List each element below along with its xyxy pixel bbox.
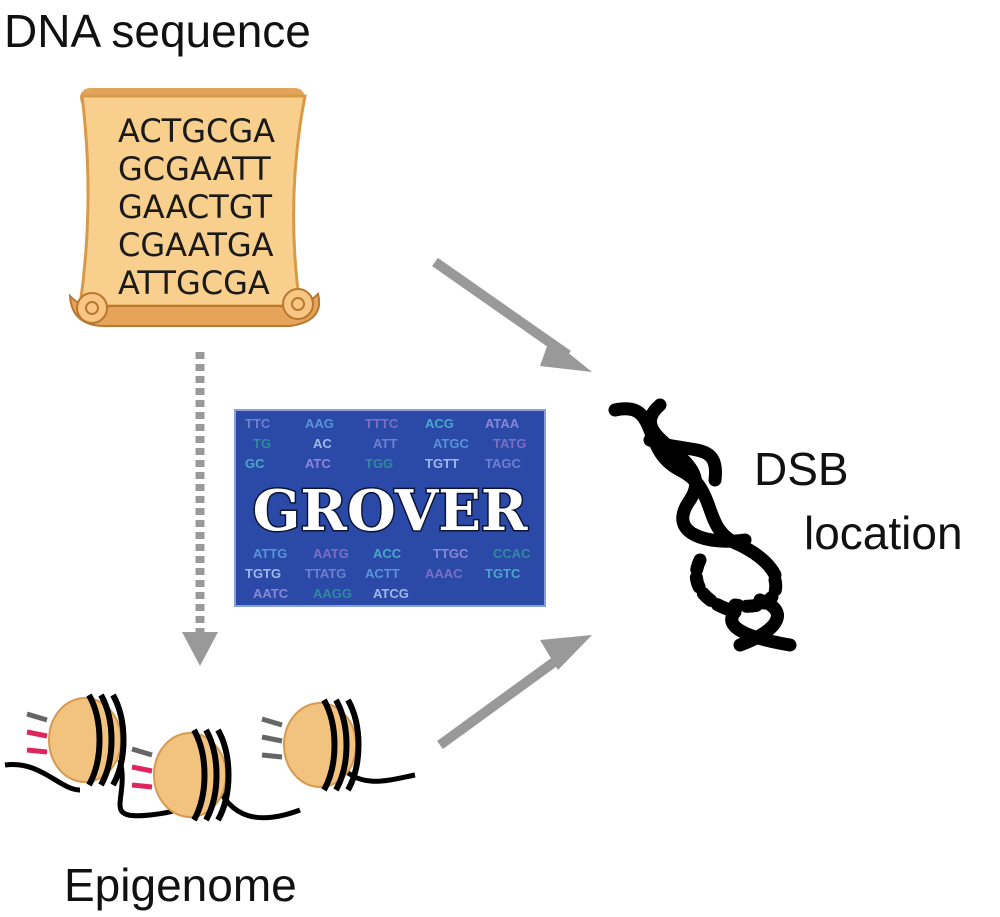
cloud-word: AATC: [253, 586, 289, 601]
dsb-label: DSB: [754, 443, 849, 495]
cloud-word: ACG: [425, 416, 454, 431]
cloud-word: AAAC: [425, 566, 463, 581]
cloud-word: CCAC: [493, 546, 531, 561]
histone-mark: [131, 782, 153, 790]
cloud-word: ATC: [305, 456, 331, 471]
cloud-word: TTTC: [365, 416, 399, 431]
sequence-line: ATTGCGA: [118, 264, 270, 302]
arrow-sequence-to-dsb: [432, 257, 571, 360]
sequence-line: GCGAATT: [118, 150, 271, 188]
nucleosome-chain-icon: [4, 693, 416, 822]
cloud-word: TGTT: [425, 456, 459, 471]
arrow-head: [540, 635, 592, 670]
scroll-icon: ACTGCGA GCGAATT GAACTGT CGAATGA ATTGCGA: [68, 88, 321, 328]
histone-mark: [26, 711, 48, 723]
cloud-word: ACTT: [365, 566, 400, 581]
dna-wrap: [333, 698, 350, 792]
cloud-word: TTC: [245, 416, 271, 431]
cloud-word: AAG: [305, 416, 334, 431]
histone-mark: [26, 729, 48, 739]
cloud-word: TGTC: [485, 566, 521, 581]
histone-mark: [261, 734, 283, 744]
grover-title: GROVER: [253, 478, 528, 544]
nucleosome: [261, 698, 362, 792]
cloud-word: ATAA: [485, 416, 520, 431]
sequence-line: ACTGCGA: [118, 112, 275, 150]
histone-mark: [131, 746, 153, 758]
dna-wrap: [110, 693, 127, 787]
nucleosome: [26, 693, 127, 787]
cloud-word: AATG: [313, 546, 349, 561]
sequence-line: GAACTGT: [118, 188, 272, 226]
dna-helix-icon: [608, 398, 797, 652]
location-label: location: [804, 507, 963, 559]
dna-wrap: [321, 698, 338, 792]
cloud-word: TGTG: [245, 566, 281, 581]
cloud-word: ACC: [373, 546, 402, 561]
arrow-head: [540, 338, 592, 372]
cloud-word: AAGG: [313, 586, 352, 601]
histone-mark: [261, 752, 283, 760]
cloud-word: TGG: [365, 456, 393, 471]
cloud-word: TATG: [493, 436, 526, 451]
dna-wrap: [345, 698, 362, 792]
dna-wrap: [203, 728, 220, 822]
cloud-word: TTGC: [433, 546, 469, 561]
dna-wrap: [98, 693, 115, 787]
cloud-word: TG: [253, 436, 271, 451]
arrow-epigenome-to-dsb: [437, 647, 571, 750]
grover-logo: TTC AAG TTTC ACG ATAA TG AC ATT ATGC TATG GC ATC TGG…: [234, 409, 546, 607]
histone-mark: [261, 716, 283, 728]
cloud-word: ATGC: [433, 436, 469, 451]
dashed-arrow-head: [182, 632, 218, 666]
histone-mark: [26, 747, 48, 755]
cloud-word: TTATG: [305, 566, 346, 581]
dna-wrap: [191, 728, 208, 822]
nucleosome: [131, 728, 232, 822]
dna-sequence-label: DNA sequence: [4, 5, 311, 57]
cloud-word: ATT: [373, 436, 397, 451]
epigenome-label: Epigenome: [64, 859, 297, 911]
sequence-line: CGAATGA: [118, 226, 274, 264]
cloud-word: AC: [313, 436, 332, 451]
cloud-word: ATTG: [253, 546, 287, 561]
cloud-word: ATCG: [373, 586, 409, 601]
dna-wrap: [215, 728, 232, 822]
cloud-word: TAGC: [485, 456, 521, 471]
cloud-word: GC: [245, 456, 265, 471]
histone-mark: [131, 764, 153, 774]
dna-wrap: [86, 693, 103, 787]
